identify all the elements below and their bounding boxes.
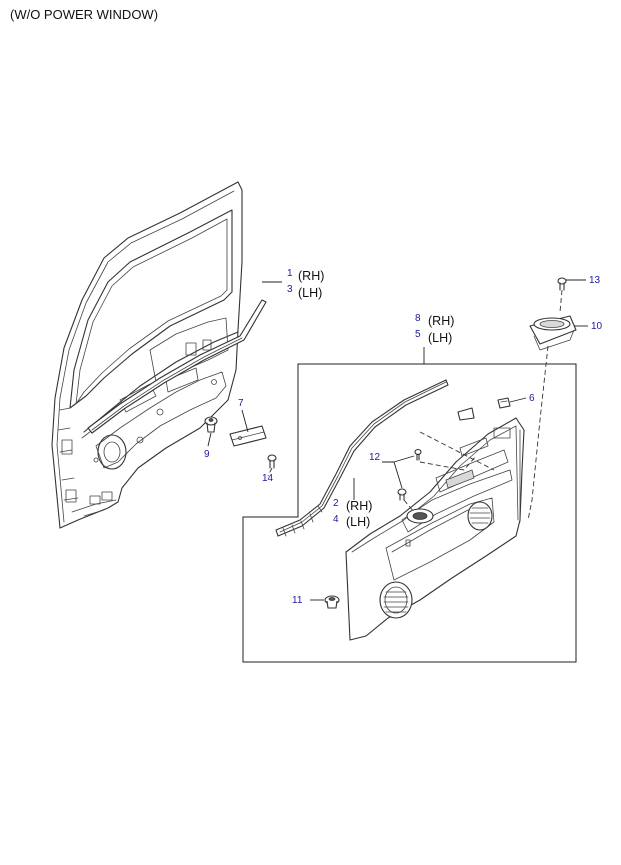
side-label-rh-3: (RH) [346, 499, 372, 513]
trim-tab [457, 407, 475, 421]
door-trim-panel [345, 417, 525, 641]
callout-6: 6 [529, 393, 535, 404]
callout-5: 5 [415, 329, 421, 340]
callout-1: 1 [287, 268, 293, 279]
trim-assembly-frame [242, 363, 577, 663]
door-trim-weatherstrip-part-2-4 [275, 379, 449, 537]
bracket-part-7 [229, 425, 267, 447]
screw-part-13 [557, 277, 567, 291]
side-label-lh-2: (LH) [428, 331, 452, 345]
callout-10: 10 [591, 321, 603, 332]
leader-part-12 [382, 455, 415, 489]
callout-2: 2 [333, 498, 339, 509]
dashed-line-part-14 [267, 467, 273, 477]
inner-belt-weatherstrip-part-1-3 [87, 299, 267, 434]
callout-12: 12 [369, 452, 381, 463]
side-label-rh: (RH) [298, 269, 324, 283]
callout-3: 3 [287, 284, 293, 295]
side-label-lh-3: (LH) [346, 515, 370, 529]
clip-part-6 [497, 397, 511, 409]
clip-part-9 [204, 416, 218, 433]
leader-part-9 [207, 432, 212, 447]
leader-part-7 [241, 409, 249, 433]
pull-cup-part-10 [529, 315, 577, 351]
screw-part-12 [397, 448, 422, 501]
callout-7: 7 [238, 398, 244, 409]
clip-part-11 [324, 595, 340, 609]
dashed-line-part-13 [527, 289, 563, 521]
callout-4: 4 [333, 514, 339, 525]
dashed-line-part-12 [403, 431, 495, 513]
leader-part-6 [509, 397, 527, 403]
callout-13: 13 [589, 275, 601, 286]
diagram-title: (W/O POWER WINDOW) [10, 7, 158, 22]
callout-11: 11 [292, 595, 303, 606]
callout-8: 8 [415, 313, 421, 324]
side-label-lh: (LH) [298, 286, 322, 300]
side-label-rh-2: (RH) [428, 314, 454, 328]
screw-part-14 [267, 454, 277, 469]
callout-9: 9 [204, 449, 210, 460]
callout-14: 14 [262, 473, 274, 484]
dashed-line-cup [419, 455, 477, 471]
